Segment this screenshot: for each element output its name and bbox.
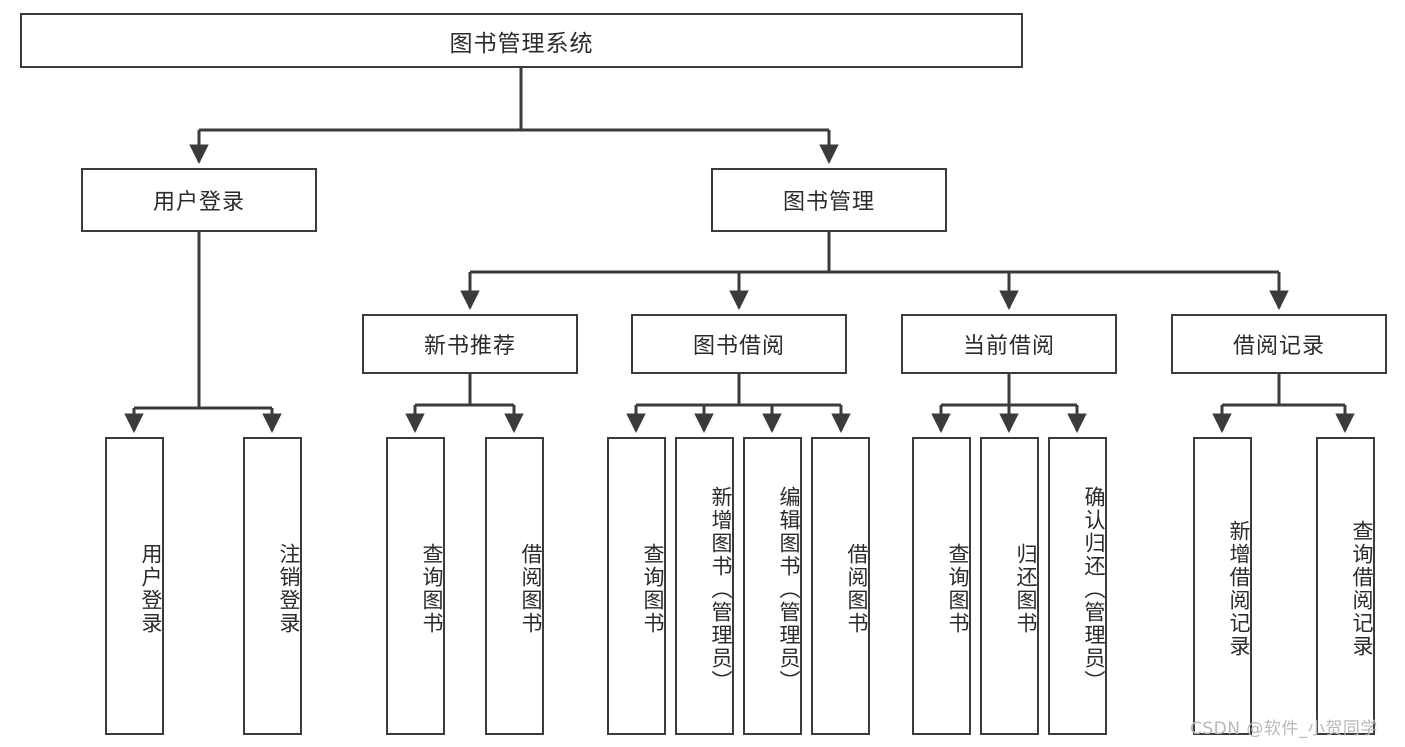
leaf-user-login[interactable]: 用户登录 (105, 437, 164, 735)
node-label: 当前借阅 (962, 334, 1055, 359)
leaf-confirm-return-admin[interactable]: 确认归还（管理员） (1048, 437, 1107, 735)
node-label: 借阅记录 (1232, 334, 1325, 359)
leaf-borrow-book[interactable]: 借阅图书 (811, 437, 870, 735)
leaf-query-book-current[interactable]: 查询图书 (912, 437, 971, 735)
node-label: 用户登录 (139, 543, 163, 635)
node-label: 查询图书 (420, 543, 444, 635)
node-label: 查询借阅记录 (1350, 520, 1374, 658)
node-label: 确认归还（管理员） (1082, 485, 1106, 693)
node-label: 归还图书 (1014, 543, 1038, 635)
node-label: 查询图书 (946, 543, 970, 635)
leaf-add-borrow-record[interactable]: 新增借阅记录 (1193, 437, 1252, 735)
node-label: 新书推荐 (423, 334, 516, 359)
node-label: 借阅图书 (519, 543, 543, 635)
csdn-watermark: CSDN @软件_小贺同学 (1190, 714, 1378, 739)
node-label: 图书管理系统 (449, 30, 594, 57)
node-new-book-recommend[interactable]: 新书推荐 (362, 314, 578, 374)
leaf-borrow-book-recommend[interactable]: 借阅图书 (485, 437, 544, 735)
node-label: 图书管理 (782, 190, 875, 215)
node-current-borrow[interactable]: 当前借阅 (901, 314, 1117, 374)
leaf-logout[interactable]: 注销登录 (243, 437, 302, 735)
node-borrow-records[interactable]: 借阅记录 (1171, 314, 1387, 374)
leaf-return-book[interactable]: 归还图书 (980, 437, 1039, 735)
leaf-query-borrow-record[interactable]: 查询借阅记录 (1316, 437, 1375, 735)
node-label: 图书借阅 (692, 334, 785, 359)
node-label: 借阅图书 (845, 543, 869, 635)
node-label: 新增图书（管理员） (709, 485, 733, 693)
node-label: 注销登录 (277, 543, 301, 635)
leaf-query-book-borrow[interactable]: 查询图书 (607, 437, 666, 735)
node-label: 查询图书 (641, 543, 665, 635)
leaf-add-book-admin[interactable]: 新增图书（管理员） (675, 437, 734, 735)
leaf-query-book-recommend[interactable]: 查询图书 (386, 437, 445, 735)
node-label: 编辑图书（管理员） (777, 485, 801, 693)
node-book-borrow[interactable]: 图书借阅 (631, 314, 847, 374)
node-root-book-management-system[interactable]: 图书管理系统 (20, 13, 1023, 68)
node-book-management[interactable]: 图书管理 (711, 168, 947, 232)
node-label: 用户登录 (152, 190, 245, 215)
leaf-edit-book-admin[interactable]: 编辑图书（管理员） (743, 437, 802, 735)
node-user-login[interactable]: 用户登录 (81, 168, 317, 232)
watermark-text: CSDN @软件_小贺同学 (1190, 719, 1378, 739)
node-label: 新增借阅记录 (1227, 520, 1251, 658)
